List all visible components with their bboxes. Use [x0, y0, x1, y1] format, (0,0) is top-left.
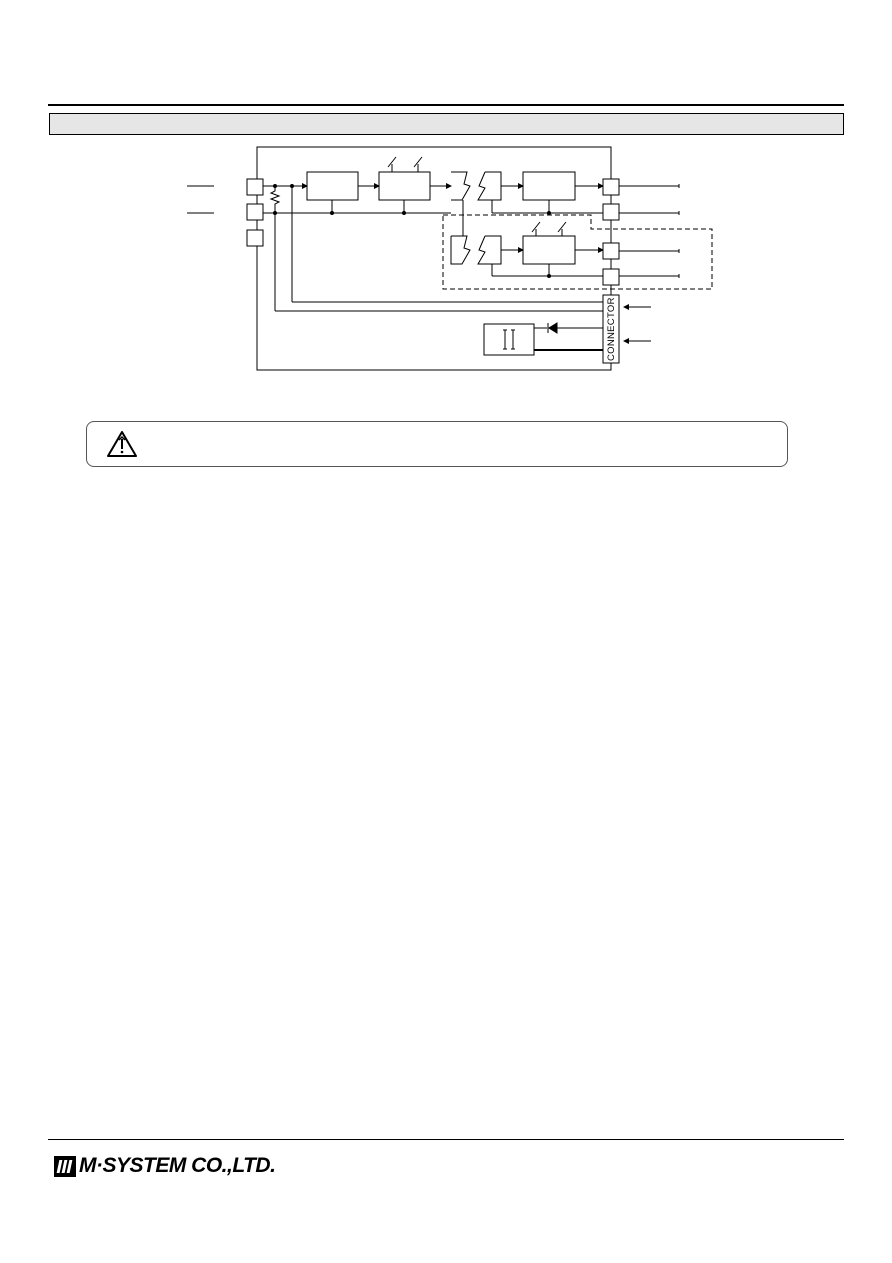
input-amplifier-block — [306, 171, 359, 201]
enclosure-outline — [256, 146, 612, 371]
isolation-barrier-2-right — [477, 235, 502, 265]
input-terminal-3 — [246, 229, 264, 247]
diode-icon — [548, 322, 558, 334]
output2-driver-block — [522, 235, 576, 265]
footer-logo: M·SYSTEM CO.,LTD. — [54, 1154, 276, 1178]
zero-adjust-icon — [387, 156, 397, 168]
input-terminal-2 — [246, 203, 264, 221]
output2-terminal-1 — [602, 242, 620, 260]
top-rule — [48, 104, 844, 106]
bottom-rule — [48, 1139, 844, 1140]
option-dashed-box — [442, 214, 713, 290]
output1-terminal-2 — [602, 203, 620, 221]
isolation-barrier-2-left — [450, 235, 471, 265]
output2-zero-adjust-icon — [531, 221, 541, 233]
power-supply-block — [483, 323, 535, 356]
company-name: M·SYSTEM CO.,LTD. — [79, 1154, 276, 1177]
isolation-barrier-left — [451, 171, 471, 201]
output2-span-adjust-icon — [557, 221, 567, 233]
output1-driver-block — [522, 171, 576, 201]
caution-triangle-icon — [107, 431, 137, 457]
input-terminal-1 — [246, 178, 264, 196]
section-header-bar — [49, 113, 844, 135]
connector-block — [602, 294, 620, 364]
zero-span-adjust-block — [378, 171, 431, 201]
caution-notice — [86, 421, 788, 467]
isolation-barrier-right — [477, 171, 502, 201]
span-adjust-icon — [413, 156, 423, 168]
block-diagram: CONNECTOR — [187, 146, 713, 371]
shunt-resistor — [269, 186, 281, 213]
output1-terminal-1 — [602, 178, 620, 196]
output2-terminal-2 — [602, 268, 620, 286]
m-system-logo-icon — [54, 1155, 76, 1177]
connector-label: CONNECTOR — [606, 297, 617, 361]
